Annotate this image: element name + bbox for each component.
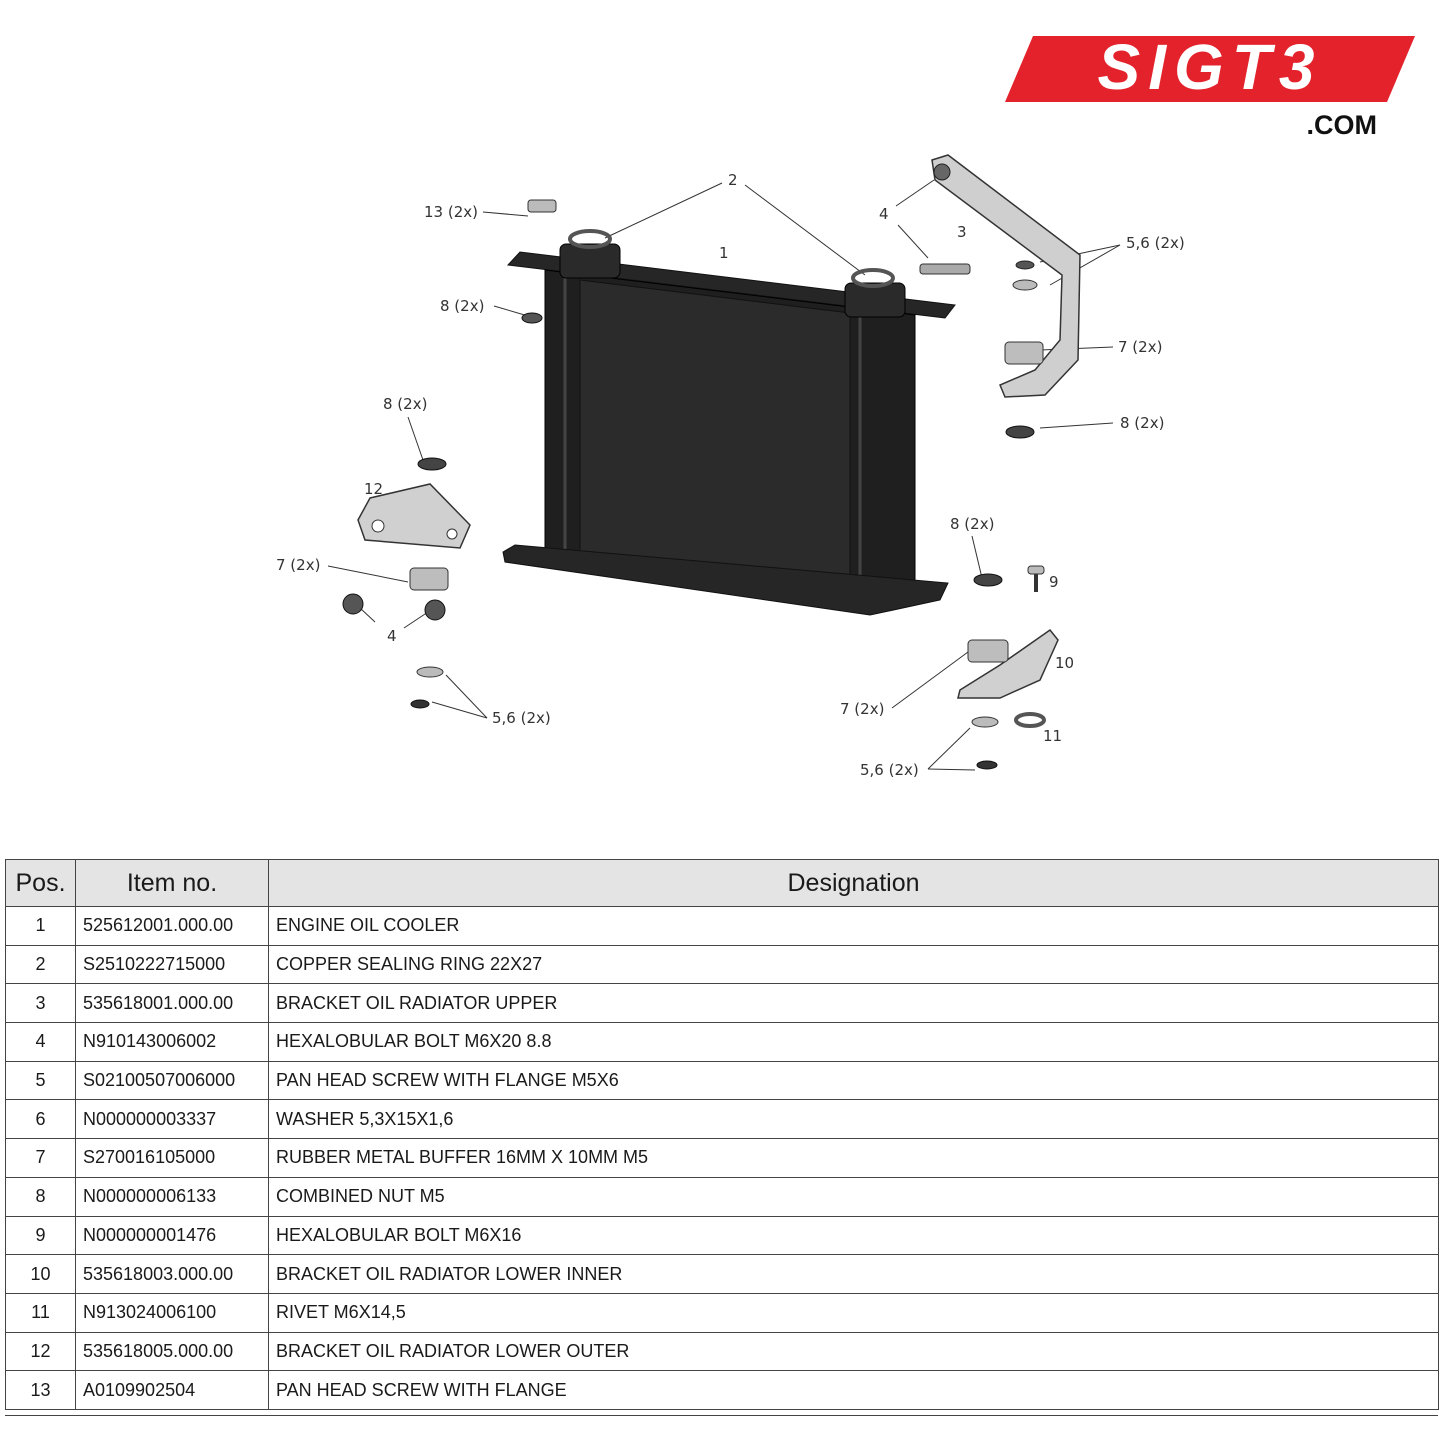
- header-item-no: Item no.: [75, 859, 269, 907]
- header-pos: Pos.: [5, 859, 76, 907]
- callout-7-left: 7 (2x): [276, 556, 320, 574]
- cell-pos: 9: [5, 1215, 76, 1256]
- callout-10: 10: [1055, 654, 1074, 672]
- header-designation: Designation: [268, 859, 1439, 907]
- callout-8-top-left: 8 (2x): [440, 297, 484, 315]
- table-row: 11 N913024006100 RIVET M6X14,5: [5, 1292, 1439, 1333]
- logo-domain: .COM: [1306, 110, 1378, 140]
- cell-pos: 2: [5, 944, 76, 985]
- cell-item-no: N910143006002: [75, 1022, 269, 1062]
- callout-labels: 1 2 3 4 4 5,6 (2x) 5,6 (2x) 5,6 (2x) 7 (…: [276, 171, 1185, 779]
- cell-pos: 13: [5, 1370, 76, 1410]
- table-row: 9 N000000001476 HEXALOBULAR BOLT M6X16: [5, 1215, 1439, 1256]
- cell-designation: ENGINE OIL COOLER: [268, 906, 1439, 946]
- callout-11: 11: [1043, 727, 1062, 745]
- cell-item-no: 525612001.000.00: [75, 906, 269, 946]
- callout-13: 13 (2x): [424, 203, 478, 221]
- oil-cooler: [502, 229, 956, 616]
- callout-8-mid-left: 8 (2x): [383, 395, 427, 413]
- table-row: 5 S02100507006000 PAN HEAD SCREW WITH FL…: [5, 1060, 1439, 1101]
- callout-7-right: 7 (2x): [840, 700, 884, 718]
- cell-designation: HEXALOBULAR BOLT M6X16: [268, 1215, 1439, 1256]
- lower-outer-bracket: [342, 457, 471, 709]
- brand-logo: SIGT3 .COM: [1005, 30, 1415, 145]
- table-row: 7 S270016105000 RUBBER METAL BUFFER 16MM…: [5, 1138, 1439, 1178]
- cell-pos: 4: [5, 1022, 76, 1062]
- table-row: 12 535618005.000.00 BRACKET OIL RADIATOR…: [5, 1331, 1439, 1372]
- logo-red-banner: [1005, 36, 1415, 102]
- callout-4-upper: 4: [879, 205, 889, 223]
- cell-designation: BRACKET OIL RADIATOR LOWER OUTER: [268, 1331, 1439, 1372]
- callout-8-upper-right: 8 (2x): [1120, 414, 1164, 432]
- lower-inner-bracket: [521, 199, 1059, 770]
- callout-2: 2: [728, 171, 738, 189]
- cell-item-no: S2510222715000: [75, 944, 269, 985]
- callout-8-lower-right: 8 (2x): [950, 515, 994, 533]
- callout-7-upper: 7 (2x): [1118, 338, 1162, 356]
- table-row: 3 535618001.000.00 BRACKET OIL RADIATOR …: [5, 983, 1439, 1024]
- cell-designation: COPPER SEALING RING 22X27: [268, 944, 1439, 985]
- exploded-view-diagram: 1 2 3 4 4 5,6 (2x) 5,6 (2x) 5,6 (2x) 7 (…: [276, 154, 1185, 779]
- cell-designation: RIVET M6X14,5: [268, 1292, 1439, 1333]
- table-bottom-divider: [5, 1415, 1438, 1416]
- cell-designation: PAN HEAD SCREW WITH FLANGE: [268, 1370, 1439, 1410]
- cell-item-no: N000000006133: [75, 1176, 269, 1217]
- cell-pos: 6: [5, 1099, 76, 1140]
- cell-item-no: 535618003.000.00: [75, 1254, 269, 1294]
- cell-pos: 7: [5, 1138, 76, 1178]
- callout-9: 9: [1049, 573, 1059, 591]
- cell-designation: COMBINED NUT M5: [268, 1176, 1439, 1217]
- table-row: 4 N910143006002 HEXALOBULAR BOLT M6X20 8…: [5, 1022, 1439, 1062]
- parts-list-table: Pos. Item no. Designation 1 525612001.00…: [5, 859, 1439, 1410]
- cell-item-no: A0109902504: [75, 1370, 269, 1410]
- table-row: 8 N000000006133 COMBINED NUT M5: [5, 1176, 1439, 1217]
- callout-56-left: 5,6 (2x): [492, 709, 551, 727]
- table-row: 10 535618003.000.00 BRACKET OIL RADIATOR…: [5, 1254, 1439, 1294]
- callout-56-upper: 5,6 (2x): [1126, 234, 1185, 252]
- cell-pos: 8: [5, 1176, 76, 1217]
- sealing-ring-right: [851, 268, 895, 288]
- cell-designation: BRACKET OIL RADIATOR LOWER INNER: [268, 1254, 1439, 1294]
- cell-designation: RUBBER METAL BUFFER 16MM X 10MM M5: [268, 1138, 1439, 1178]
- cell-pos: 10: [5, 1254, 76, 1294]
- logo-wordmark: SIGT3: [1097, 31, 1323, 103]
- cell-pos: 3: [5, 983, 76, 1024]
- cell-item-no: S270016105000: [75, 1138, 269, 1178]
- leader-lines: [327, 179, 1121, 771]
- cell-item-no: N913024006100: [75, 1292, 269, 1333]
- cell-item-no: 535618001.000.00: [75, 983, 269, 1024]
- cell-pos: 11: [5, 1292, 76, 1333]
- cell-item-no: N000000003337: [75, 1099, 269, 1140]
- cell-pos: 5: [5, 1060, 76, 1101]
- table-row: 1 525612001.000.00 ENGINE OIL COOLER: [5, 906, 1439, 946]
- cell-designation: HEXALOBULAR BOLT M6X20 8.8: [268, 1022, 1439, 1062]
- sealing-ring-left: [568, 229, 612, 249]
- callout-56-right: 5,6 (2x): [860, 761, 919, 779]
- table-row: 2 S2510222715000 COPPER SEALING RING 22X…: [5, 944, 1439, 985]
- table-row: 13 A0109902504 PAN HEAD SCREW WITH FLANG…: [5, 1370, 1439, 1410]
- cell-designation: WASHER 5,3X15X1,6: [268, 1099, 1439, 1140]
- callout-3: 3: [957, 223, 967, 241]
- cell-item-no: 535618005.000.00: [75, 1331, 269, 1372]
- cell-pos: 12: [5, 1331, 76, 1372]
- callout-1: 1: [719, 244, 729, 262]
- cell-pos: 1: [5, 906, 76, 946]
- table-header-row: Pos. Item no. Designation: [5, 859, 1439, 907]
- cell-item-no: N000000001476: [75, 1215, 269, 1256]
- callout-4-lower: 4: [387, 627, 397, 645]
- cell-item-no: S02100507006000: [75, 1060, 269, 1101]
- table-row: 6 N000000003337 WASHER 5,3X15X1,6: [5, 1099, 1439, 1140]
- upper-bracket: [919, 154, 1081, 439]
- cell-designation: PAN HEAD SCREW WITH FLANGE M5X6: [268, 1060, 1439, 1101]
- callout-12: 12: [364, 480, 383, 498]
- cell-designation: BRACKET OIL RADIATOR UPPER: [268, 983, 1439, 1024]
